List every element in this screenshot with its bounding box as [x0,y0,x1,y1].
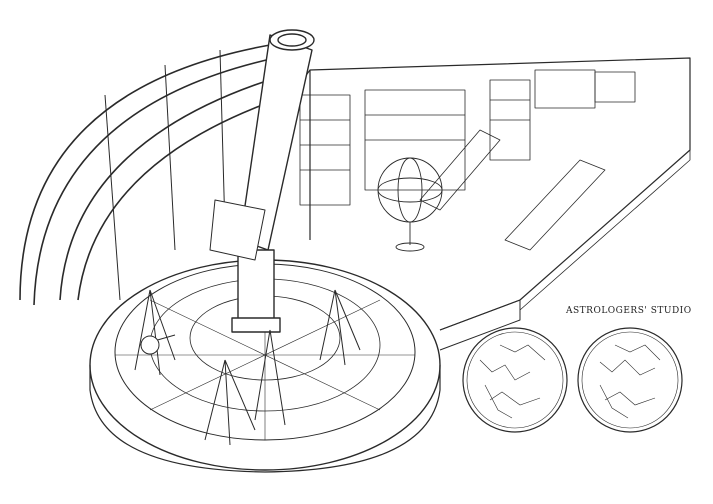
small-telescopes [134,289,361,446]
bookshelves [299,69,636,206]
armillary-sphere [377,157,443,252]
staircases [419,129,606,251]
page-title: ASTROLOGERS' STUDIO [566,306,692,316]
star-chart-left [462,327,568,433]
room-walls [294,57,691,331]
dome-frame [19,44,291,306]
telescope [209,29,315,333]
star-chart-right [577,327,683,433]
observatory-floor [89,259,521,473]
